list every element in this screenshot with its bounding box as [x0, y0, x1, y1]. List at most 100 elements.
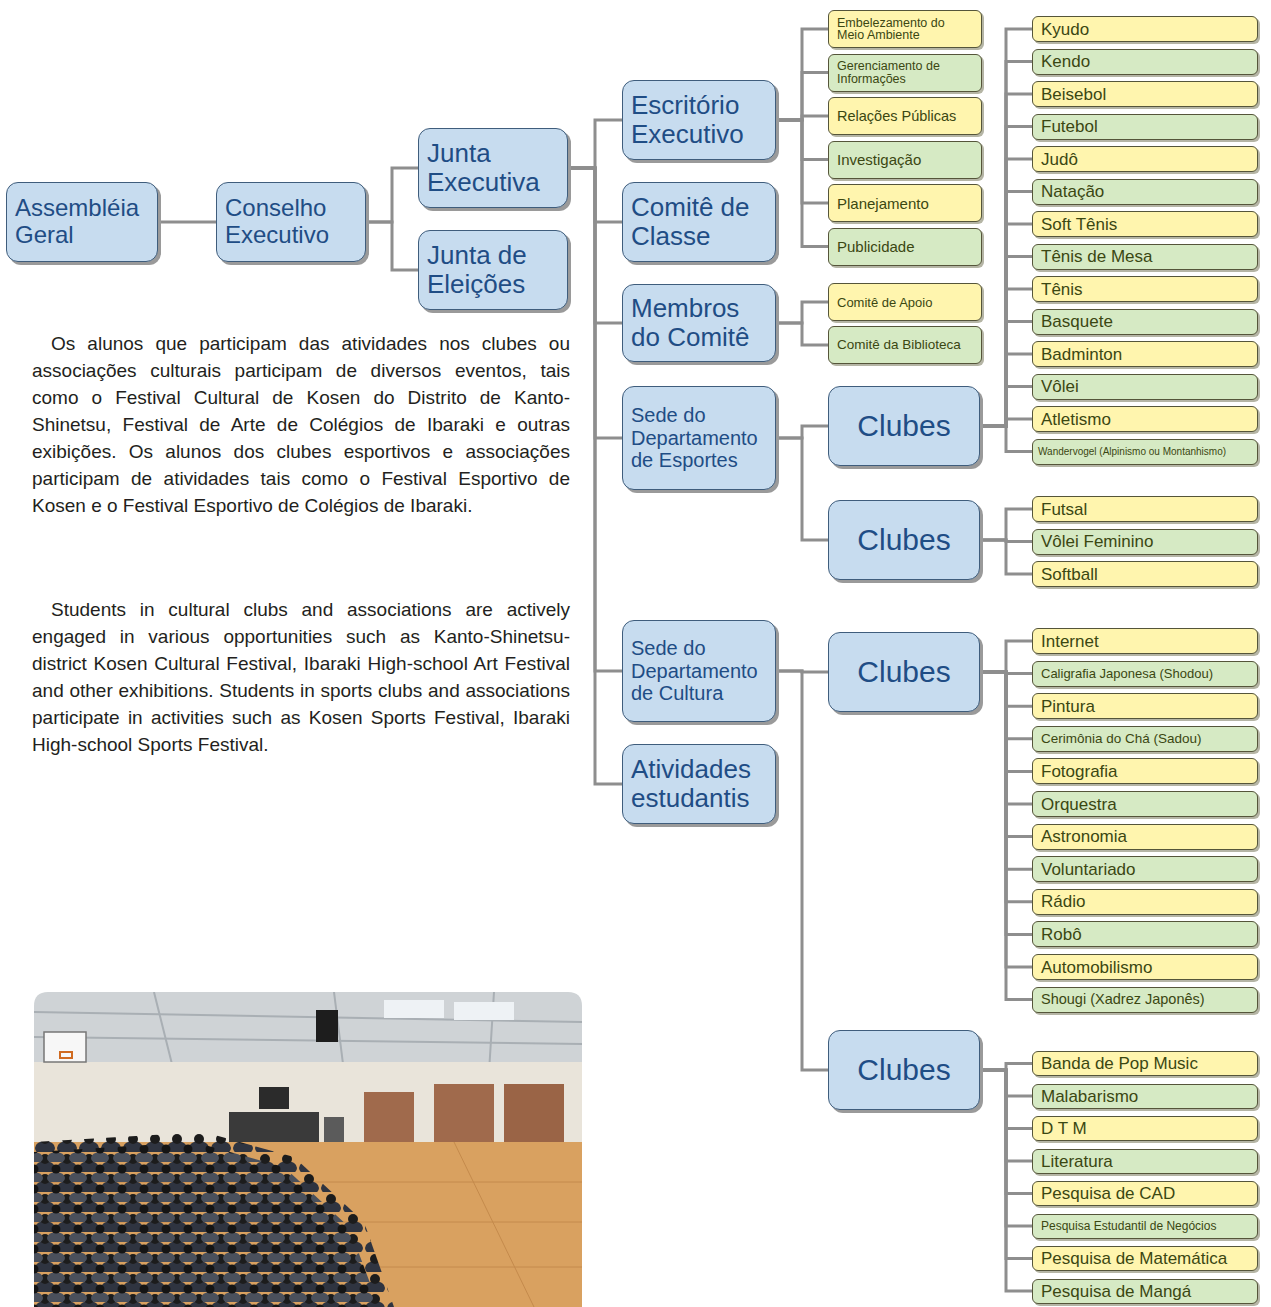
club-box: Pesquisa de CAD: [1032, 1181, 1258, 1206]
connector: [980, 354, 1032, 426]
connector: [980, 387, 1032, 427]
node-text: Atividades estudantis: [631, 755, 767, 813]
org-box: Sede do Departamento de Esportes: [622, 386, 776, 490]
node-text: Futsal: [1041, 501, 1249, 518]
club-box: Cerimônia do Chá (Sadou): [1032, 726, 1258, 752]
node-text: Robô: [1041, 926, 1249, 943]
org-box: Clubes: [828, 500, 980, 580]
node-text: Kendo: [1041, 53, 1249, 70]
node-text: Literatura: [1041, 1153, 1249, 1170]
connector: [568, 168, 622, 784]
connector: [980, 1070, 1032, 1291]
node-text: Planejamento: [837, 196, 973, 211]
connector: [776, 29, 828, 120]
club-box: Caligrafia Japonesa (Shodou): [1032, 661, 1258, 687]
node-text: Judô: [1041, 151, 1249, 168]
connector: [980, 509, 1032, 540]
club-box: Malabarismo: [1032, 1084, 1258, 1109]
connector: [568, 120, 622, 168]
node-text: Comitê de Apoio: [837, 296, 973, 309]
body-paragraph: Students in cultural clubs and associati…: [32, 596, 570, 758]
club-box: Tênis: [1032, 276, 1258, 302]
node-text: Membros do Comitê: [631, 294, 767, 352]
node-text: Internet: [1041, 633, 1249, 650]
club-box: Planejamento: [828, 184, 982, 222]
node-text: Shougi (Xadrez Japonês): [1041, 992, 1249, 1007]
node-text: Badminton: [1041, 346, 1249, 363]
club-box: Embelezamento do Meio Ambiente: [828, 10, 982, 48]
node-text: Junta Executiva: [427, 139, 559, 197]
club-box: Fotografia: [1032, 758, 1258, 784]
node-text: Kyudo: [1041, 21, 1249, 38]
club-box: Tênis de Mesa: [1032, 244, 1258, 270]
connector: [980, 257, 1032, 427]
node-text: Rádio: [1041, 893, 1249, 910]
connector: [776, 671, 828, 1070]
club-box: Beisebol: [1032, 81, 1258, 107]
connector: [776, 120, 828, 247]
node-text: Investigação: [837, 152, 973, 167]
org-box: Clubes: [828, 632, 980, 712]
org-box: Assembléia Geral: [6, 182, 158, 262]
node-text: Clubes: [837, 409, 971, 443]
node-text: Softball: [1041, 566, 1249, 583]
connector: [980, 641, 1032, 672]
node-text: Malabarismo: [1041, 1088, 1249, 1105]
club-box: Kyudo: [1032, 16, 1258, 42]
node-text: Embelezamento do Meio Ambiente: [837, 17, 973, 42]
node-text: Junta de Eleições: [427, 241, 559, 299]
club-box: Pintura: [1032, 693, 1258, 719]
node-text: Sede do Departamento de Cultura: [631, 637, 767, 704]
node-text: Banda de Pop Music: [1041, 1055, 1249, 1072]
connector: [980, 322, 1032, 427]
node-text: Pintura: [1041, 698, 1249, 715]
club-box: Rádio: [1032, 889, 1258, 915]
connector: [980, 159, 1032, 426]
node-text: D T M: [1041, 1120, 1249, 1137]
connector: [980, 94, 1032, 426]
club-box: Pesquisa de Mangá: [1032, 1279, 1258, 1304]
node-text: Comitê de Classe: [631, 193, 767, 251]
connector: [980, 62, 1032, 427]
node-text: Clubes: [837, 523, 971, 557]
club-box: Shougi (Xadrez Japonês): [1032, 987, 1258, 1013]
node-text: Fotografia: [1041, 763, 1249, 780]
node-text: Caligrafia Japonesa (Shodou): [1041, 667, 1249, 680]
club-box: Basquete: [1032, 309, 1258, 335]
club-box: Banda de Pop Music: [1032, 1051, 1258, 1076]
node-text: Pesquisa de Matemática: [1041, 1250, 1249, 1267]
club-box: Relações Públicas: [828, 97, 982, 135]
club-box: Wandervogel (Alpinismo ou Montanhismo): [1032, 439, 1258, 465]
connector: [776, 73, 828, 121]
club-box: Robô: [1032, 921, 1258, 947]
club-box: D T M: [1032, 1116, 1258, 1141]
org-box: Membros do Comitê: [622, 284, 776, 362]
connector: [776, 302, 828, 323]
club-box: Internet: [1032, 628, 1258, 654]
node-text: Relações Públicas: [837, 109, 973, 124]
connector: [980, 672, 1032, 1000]
node-text: Beisebol: [1041, 86, 1249, 103]
node-text: Sede do Departamento de Esportes: [631, 404, 767, 471]
node-text: Tênis: [1041, 281, 1249, 298]
connector: [980, 540, 1032, 574]
club-box: Vôlei: [1032, 374, 1258, 400]
node-text: Vôlei: [1041, 378, 1249, 395]
connector: [980, 127, 1032, 427]
club-box: Judô: [1032, 146, 1258, 172]
org-box: Comitê de Classe: [622, 182, 776, 262]
club-box: Orquestra: [1032, 791, 1258, 817]
club-box: Futsal: [1032, 496, 1258, 522]
org-box: Junta de Eleições: [418, 230, 568, 310]
org-box: Clubes: [828, 1030, 980, 1110]
club-box: Pesquisa Estudantil de Negócios: [1032, 1214, 1258, 1239]
connector: [776, 426, 828, 438]
node-text: Astronomia: [1041, 828, 1249, 845]
club-box: Soft Tênis: [1032, 211, 1258, 237]
node-text: Tênis de Mesa: [1041, 248, 1249, 265]
node-text: Soft Tênis: [1041, 216, 1249, 233]
gym-photo: [34, 992, 582, 1307]
club-box: Natação: [1032, 179, 1258, 205]
node-text: Clubes: [837, 1053, 971, 1087]
